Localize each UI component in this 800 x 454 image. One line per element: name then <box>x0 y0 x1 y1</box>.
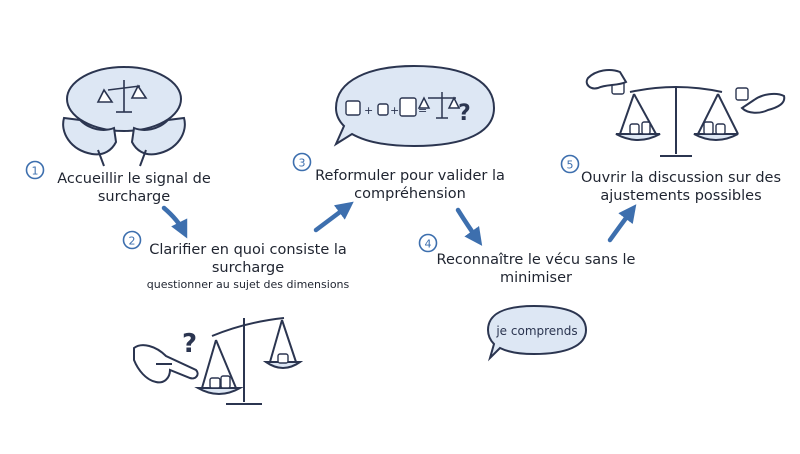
step-badge-1: 1 <box>25 160 45 180</box>
step-number: 1 <box>32 165 39 178</box>
plus-symbol: + <box>390 104 399 117</box>
weight-icon <box>345 97 417 117</box>
bubble-text: je comprends <box>495 324 577 338</box>
equals-symbol: = <box>418 104 427 117</box>
weight-icon <box>209 353 289 389</box>
step-4-label: Reconnaître le vécu sans le minimiser <box>436 252 636 286</box>
step-number: 4 <box>425 238 432 251</box>
step-5-label: Ouvrir la discussion sur des ajustements… <box>580 170 782 204</box>
hands-holding-scale-illustration <box>62 66 186 167</box>
scale-icon <box>615 86 739 157</box>
step-badge-2: 2 <box>122 230 142 250</box>
arrow-step4-to-step5 <box>607 204 637 243</box>
step-badge-3: 3 <box>292 152 312 172</box>
step-number: 5 <box>567 159 574 172</box>
step-number: 3 <box>299 157 306 170</box>
step-badge-4: 4 <box>418 233 438 253</box>
scale-icon <box>417 92 461 119</box>
step-2-sublabel: questionner au sujet des dimensions <box>146 278 350 291</box>
arrow-step3-to-step4 <box>455 207 483 246</box>
arrow-step2-to-step3 <box>313 201 354 233</box>
flow-arrows <box>161 201 637 246</box>
step-2-label: Clarifier en quoi consiste la surcharge <box>149 242 347 276</box>
equation-bubble-illustration: + + = ? <box>333 64 496 148</box>
step-badge-5: 5 <box>560 154 580 174</box>
pointing-hand-icon <box>133 344 199 384</box>
pointing-hand-scale-illustration: ? <box>133 317 304 405</box>
step-number: 2 <box>129 235 136 248</box>
arrow-step1-to-step2 <box>161 205 188 239</box>
weight-icon <box>611 81 749 135</box>
plus-symbol: + <box>364 104 373 117</box>
balanced-scale-illustration <box>585 69 786 157</box>
step-1-label: Accueillir le signal de surcharge <box>57 171 211 205</box>
question-icon: ? <box>458 101 471 126</box>
step-3-label: Reformuler pour valider la compréhension <box>315 168 505 202</box>
je-comprends-bubble-illustration: je comprends <box>486 304 588 362</box>
question-icon: ? <box>182 329 197 359</box>
scale-icon <box>96 80 148 113</box>
scale-icon <box>194 317 304 405</box>
hands-icon <box>585 69 786 114</box>
speech-bubble-icon <box>486 304 588 362</box>
hands-icon <box>62 116 186 167</box>
